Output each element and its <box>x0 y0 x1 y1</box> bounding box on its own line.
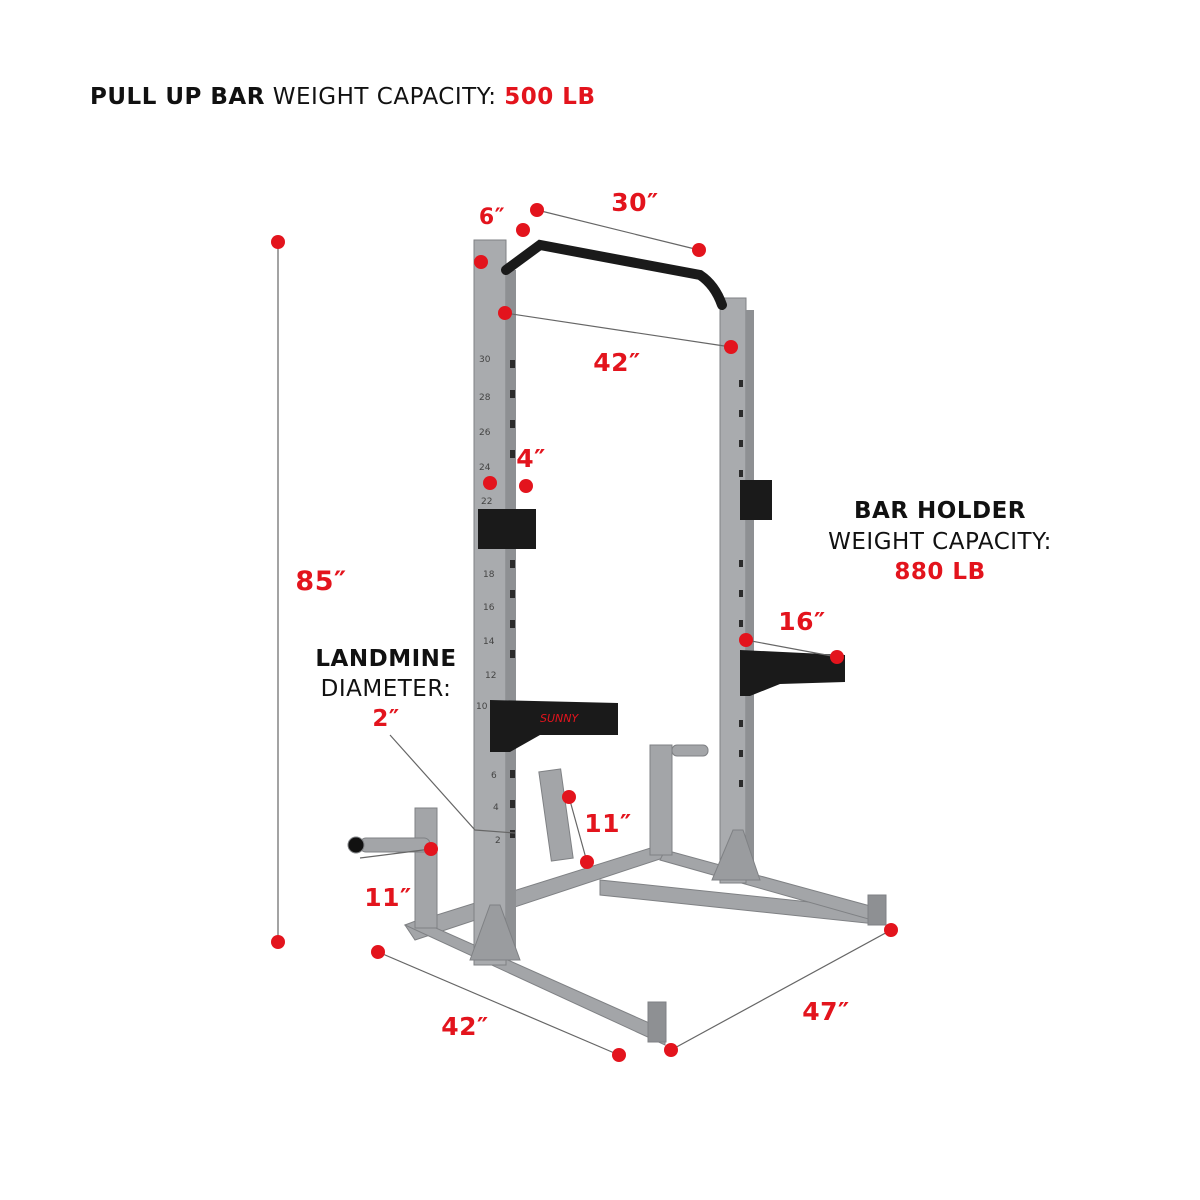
svg-text:12: 12 <box>485 671 496 681</box>
weight-capacity-label: WEIGHT CAPACITY: <box>272 84 497 110</box>
svg-text:30: 30 <box>479 355 491 365</box>
dimension-dots <box>271 203 898 1062</box>
dim-j-hook-depth: 4″ <box>516 444 546 473</box>
brand-logo: SUNNY <box>540 712 579 725</box>
dim-upright-depth: 6″ <box>478 205 506 230</box>
dim-pull-up-bar-width: 30″ <box>611 188 659 217</box>
svg-text:4: 4 <box>493 803 499 813</box>
pull-up-bar <box>501 239 727 310</box>
dim-height: 85″ <box>295 566 347 597</box>
svg-text:24: 24 <box>479 463 491 473</box>
pull-up-capacity-value: 500 LB <box>504 84 596 110</box>
svg-text:22: 22 <box>481 497 492 507</box>
landmine-diameter: 2″ <box>372 706 400 732</box>
svg-text:6: 6 <box>491 771 497 781</box>
dim-landmine-post-height: 11″ <box>584 809 632 838</box>
bar-holder-capacity: 880 LB <box>894 559 986 585</box>
bar-holder-title: BAR HOLDER <box>853 498 1027 524</box>
rack-holes <box>510 360 743 838</box>
dim-plate-post-length: 11″ <box>364 883 412 912</box>
pull-up-bar-label: PULL UP BAR <box>90 84 265 110</box>
dim-inner-width: 42″ <box>593 348 641 377</box>
svg-text:16: 16 <box>483 603 495 613</box>
dim-base-depth: 47″ <box>802 997 850 1026</box>
dim-base-width: 42″ <box>441 1012 489 1041</box>
svg-text:18: 18 <box>483 570 495 580</box>
hole-numbers: 30 28 26 24 22 18 16 14 12 10 6 4 2 <box>476 355 501 846</box>
svg-text:26: 26 <box>479 428 491 438</box>
dim-safety-arm-length: 16″ <box>778 607 826 636</box>
landmine-subtitle: DIAMETER: <box>320 676 452 702</box>
attachments <box>478 480 845 752</box>
pull-up-capacity-heading: PULL UP BAR WEIGHT CAPACITY: 500 LB <box>90 84 595 110</box>
rack-base <box>403 844 887 1046</box>
landmine-title: LANDMINE <box>315 646 457 672</box>
svg-text:10: 10 <box>476 702 488 712</box>
svg-text:28: 28 <box>479 393 491 403</box>
svg-text:14: 14 <box>483 637 495 647</box>
bar-holder-subtitle: WEIGHT CAPACITY: <box>828 529 1052 555</box>
plate-storage <box>347 744 709 929</box>
dimension-lines <box>277 209 892 1056</box>
svg-text:2: 2 <box>495 836 501 846</box>
